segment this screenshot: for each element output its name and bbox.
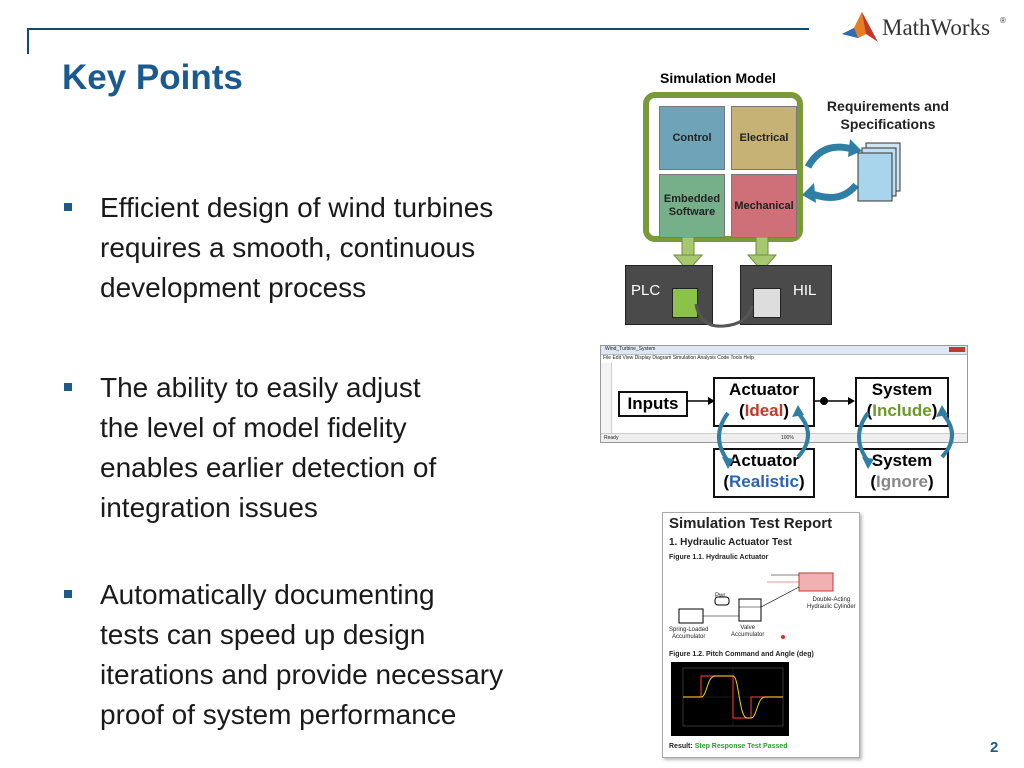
- palette-toolbar: [601, 363, 612, 433]
- result-line: Result: Step Response Test Passed: [669, 743, 788, 750]
- status-zoom: 100%: [781, 435, 794, 441]
- brand-name: MathWorks: [882, 15, 991, 40]
- control-block: Control: [659, 106, 725, 170]
- figure-2-caption: Figure 1.2. Pitch Command and Angle (deg…: [669, 651, 814, 658]
- membrane-icon: [842, 12, 878, 42]
- mechanical-block: Mechanical: [731, 174, 797, 238]
- close-icon[interactable]: [949, 347, 965, 352]
- simulation-model-frame: Control Electrical Embedded Software Mec…: [643, 92, 803, 242]
- bullet-text: Automatically documenting tests can spee…: [100, 579, 504, 730]
- mathworks-logo: MathWorks ®: [840, 8, 1010, 48]
- bullet-item: The ability to easily adjust the level o…: [64, 368, 604, 533]
- menu-diagram[interactable]: Diagram: [652, 355, 672, 361]
- ignore-label: Ignore: [876, 472, 928, 491]
- electrical-block: Electrical: [731, 106, 797, 170]
- registered-mark: ®: [1000, 16, 1006, 25]
- pwr-label: Pwr: [715, 593, 726, 599]
- system-label: System: [871, 451, 933, 470]
- menu-help[interactable]: Help: [743, 355, 754, 361]
- embedded-software-block: Embedded Software: [659, 174, 725, 238]
- menu-edit[interactable]: Edit: [612, 355, 622, 361]
- menu-bar: File Edit View Display Diagram Simulatio…: [603, 355, 754, 361]
- signal-connectors: [686, 397, 954, 469]
- pitch-plot: [671, 662, 789, 736]
- plc-cabinet: PLC: [625, 265, 713, 325]
- frame-top-line: [27, 28, 809, 30]
- actuator-label: Actuator: [729, 451, 799, 470]
- bullet-icon: [64, 590, 72, 598]
- hydraulic-diagram: [678, 572, 834, 639]
- status-ready: Ready: [604, 435, 619, 441]
- menu-display[interactable]: Display: [634, 355, 652, 361]
- bullet-item: Efficient design of wind turbines requir…: [64, 188, 604, 313]
- menu-analysis[interactable]: Analysis: [697, 355, 716, 361]
- hil-io-module: [753, 288, 781, 318]
- report-title: Simulation Test Report: [669, 515, 833, 532]
- menu-file[interactable]: File: [603, 355, 612, 361]
- status-bar: Ready 100%: [601, 433, 967, 442]
- menu-view[interactable]: View: [622, 355, 634, 361]
- result-value: Step Response Test Passed: [694, 743, 788, 750]
- plc-io-module: [672, 288, 698, 318]
- deploy-arrows-icon: [672, 237, 778, 272]
- window-title: Wind_Turbine_System: [605, 346, 656, 352]
- inputs-block: Inputs: [618, 391, 688, 417]
- include-label: Include: [872, 401, 932, 420]
- plc-label: PLC: [631, 282, 661, 299]
- report-section: 1. Hydraulic Actuator Test: [669, 537, 792, 548]
- page-number: 2: [990, 739, 999, 756]
- bullet-text: Efficient design of wind turbines requir…: [100, 192, 494, 303]
- frame-left-line: [27, 28, 29, 54]
- page-title: Key Points: [62, 58, 243, 97]
- ideal-label: Ideal: [744, 401, 784, 420]
- spring-accumulator-label: Spring-Loaded Accumulator: [669, 627, 709, 640]
- hil-cabinet: HIL: [740, 265, 832, 325]
- menu-code[interactable]: Code: [717, 355, 730, 361]
- system-ignore-block: System (Ignore): [855, 448, 949, 498]
- bullet-text: The ability to easily adjust the level o…: [100, 372, 437, 523]
- system-include-block: System (Include): [855, 377, 949, 427]
- connection-cable-icon: [694, 303, 754, 328]
- window-titlebar: Wind_Turbine_System: [601, 346, 967, 355]
- requirements-label: Requirements and Specifications: [826, 98, 950, 132]
- double-acting-cylinder-label: Double-Acting Hydraulic Cylinder: [807, 597, 856, 610]
- realistic-label: Realistic: [729, 472, 799, 491]
- requirements-cycle-icon: [802, 139, 901, 203]
- bullet-icon: [64, 203, 72, 211]
- result-label: Result:: [669, 743, 693, 750]
- actuator-label: Actuator: [729, 380, 799, 399]
- simulation-model-title: Simulation Model: [660, 70, 776, 86]
- menu-simulation[interactable]: Simulation: [672, 355, 697, 361]
- system-label: System: [871, 380, 933, 399]
- valve-accumulator-label: Valve Accumulator: [731, 625, 765, 638]
- actuator-ideal-block: Actuator (Ideal): [713, 377, 815, 427]
- menu-tools[interactable]: Tools: [730, 355, 743, 361]
- bullet-item: Automatically documenting tests can spee…: [64, 575, 604, 740]
- bullet-icon: [64, 383, 72, 391]
- hil-label: HIL: [793, 282, 817, 299]
- figure-1-caption: Figure 1.1. Hydraulic Actuator: [669, 554, 769, 561]
- test-report: Simulation Test Report 1. Hydraulic Actu…: [662, 512, 860, 758]
